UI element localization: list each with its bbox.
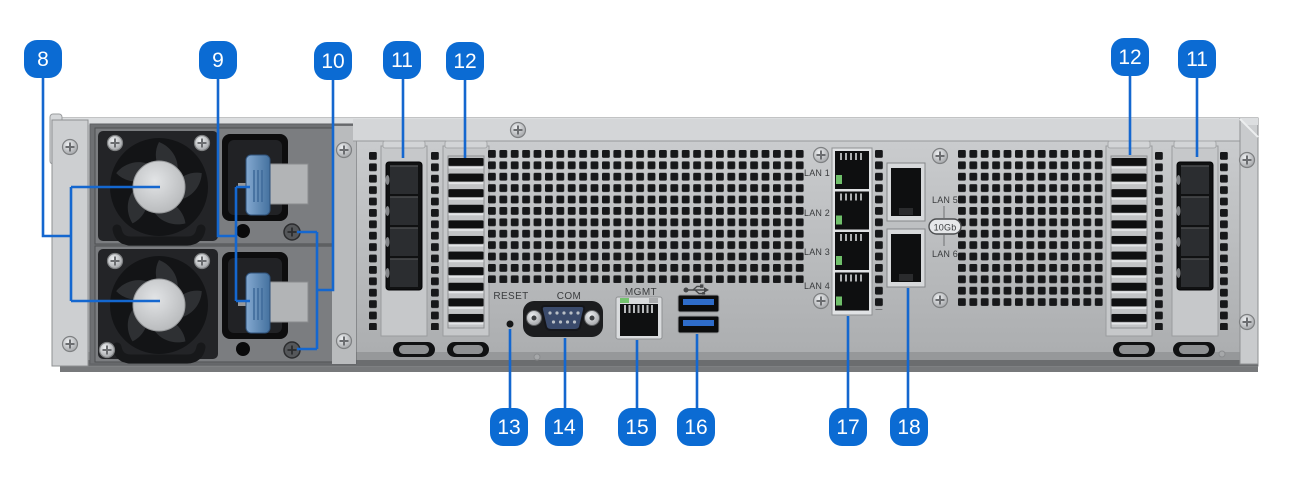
usb-ports [677, 284, 720, 334]
vent-grid-center [488, 150, 804, 283]
vent-columns [369, 150, 1228, 330]
lan1-label: LAN 1 [804, 168, 830, 178]
right-side-wall [1238, 117, 1259, 365]
callout-badge-8: 8 [24, 40, 62, 78]
callout-badge-18: 18 [890, 408, 928, 446]
callout-badge-11-right: 11 [1178, 40, 1216, 78]
lan4-label: LAN 4 [804, 281, 830, 291]
callout-badge-16: 16 [677, 408, 715, 446]
top-cover-bar [353, 119, 1240, 142]
lan6-label: LAN 6 [932, 249, 958, 259]
leader-lines [41, 75, 1199, 408]
speed-badge-label: 10Gb [934, 223, 957, 233]
com-port: COM [523, 291, 603, 337]
speed-badge [928, 218, 962, 235]
mgmt-port: MGMT [615, 287, 663, 340]
reset-label: RESET [493, 291, 528, 302]
callout-badge-12-right: 12 [1111, 38, 1149, 76]
lan-leds [836, 175, 842, 306]
callout-badge-14: 14 [545, 408, 583, 446]
callout-badge-11-left: 11 [383, 41, 421, 79]
usb-icon [683, 284, 709, 296]
lan-ports-10g: LAN 5 10Gb LAN 6 [886, 147, 962, 309]
rack-ear-left [49, 113, 89, 367]
leader-line-8 [41, 77, 160, 303]
mgmt-label: MGMT [625, 287, 657, 298]
vent-slot-right [1105, 140, 1153, 337]
mgmt-led-green [620, 298, 629, 303]
lan3-label: LAN 3 [804, 247, 830, 257]
leader-line-9 [216, 78, 250, 303]
com-label: COM [557, 291, 582, 302]
expansion-slot-left [380, 140, 428, 337]
psu-bay [89, 123, 357, 364]
callout-badge-17: 17 [829, 408, 867, 446]
callout-badge-15: 15 [618, 408, 656, 446]
callout-badge-9: 9 [199, 41, 237, 79]
leader-line-10 [297, 79, 335, 351]
reset-button: RESET [493, 291, 528, 328]
vent-slot-left [442, 140, 490, 337]
callout-badge-13: 13 [490, 408, 528, 446]
callout-badge-12-left: 12 [446, 42, 484, 80]
lan-ports-1-4: LAN 1 LAN 2 LAN 3 LAN 4 [804, 146, 873, 316]
lan2-label: LAN 2 [804, 208, 830, 218]
vent-grid-right [958, 150, 1103, 306]
callout-badge-10: 10 [314, 42, 352, 80]
expansion-slot-right [1171, 140, 1219, 337]
bottom-cutouts [393, 342, 1226, 361]
psu-module-bottom [95, 246, 351, 362]
lan5-label: LAN 5 [932, 195, 958, 205]
